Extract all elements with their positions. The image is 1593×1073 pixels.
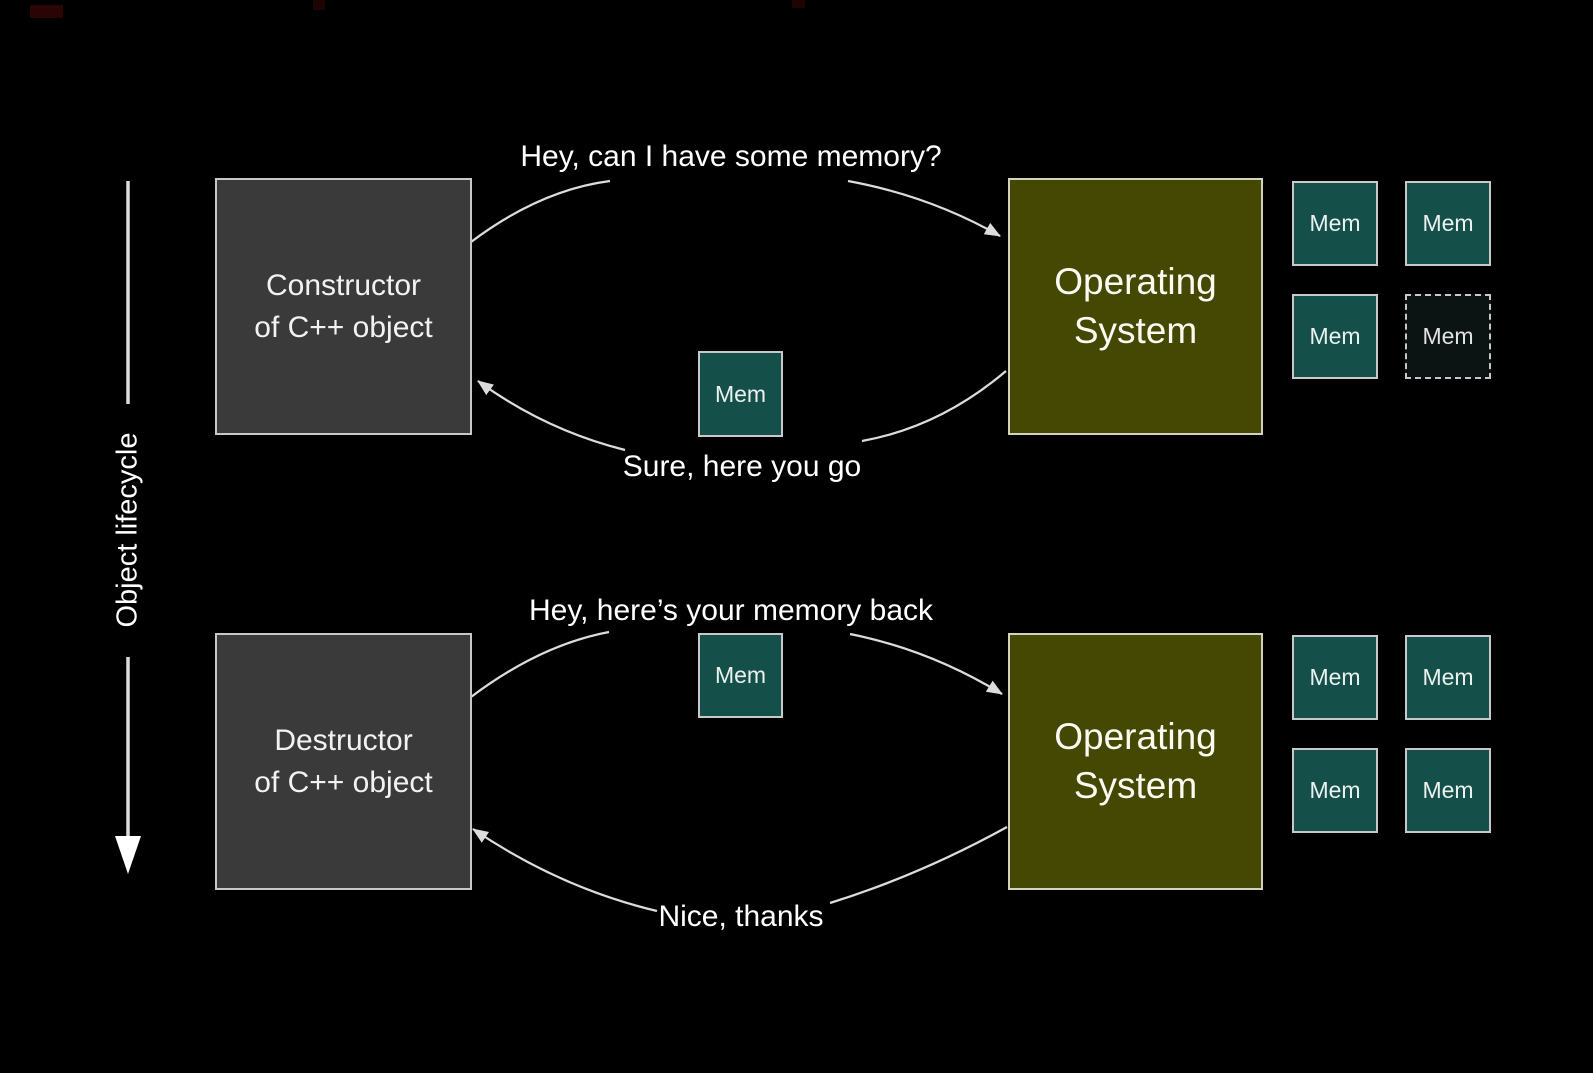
mem-cell: Mem xyxy=(1405,748,1491,833)
constructor-label-line1: Constructor xyxy=(265,268,422,302)
thanks-arrow-right xyxy=(829,826,1008,905)
return-arrow-left xyxy=(470,630,610,698)
mem-cell: Mem xyxy=(1292,748,1378,833)
video-artifact xyxy=(30,5,63,18)
return-arrow-right xyxy=(849,632,1003,695)
response-text-allocation: Sure, here you go xyxy=(622,450,862,483)
transfer-mem-allocation: Mem xyxy=(698,351,783,437)
mem-label: Mem xyxy=(1422,210,1474,236)
thanks-arrow-left xyxy=(472,828,658,913)
mem-cell: Mem xyxy=(1292,294,1378,379)
mem-cell: Mem xyxy=(1292,181,1378,266)
lifecycle-arrow xyxy=(115,181,141,874)
request-text-allocation: Hey, can I have some memory? xyxy=(520,140,942,173)
mem-label: Mem xyxy=(1422,664,1474,690)
mem-label: Mem xyxy=(1309,210,1361,236)
mem-label: Mem xyxy=(714,380,767,407)
request-text-deallocation: Hey, here’s your memory back xyxy=(528,594,934,627)
response-arrow-left xyxy=(477,380,626,452)
constructor-box: Constructor of C++ object xyxy=(215,178,472,435)
mem-label: Mem xyxy=(1309,664,1361,690)
mem-label: Mem xyxy=(1309,323,1361,349)
transfer-mem-deallocation: Mem xyxy=(698,633,783,718)
video-artifact xyxy=(792,0,805,8)
response-text-deallocation: Nice, thanks xyxy=(658,900,824,933)
mem-cell: Mem xyxy=(1292,635,1378,720)
lifecycle-label: Object lifecycle xyxy=(111,432,144,628)
request-arrow-right xyxy=(847,179,1001,237)
os-label-line1: Operating xyxy=(1054,260,1217,302)
mem-cell-given-away: Mem xyxy=(1405,294,1491,379)
video-artifact xyxy=(313,0,325,10)
os-box-allocation: Operating System xyxy=(1008,178,1263,435)
request-arrow-left xyxy=(470,179,611,243)
mem-label: Mem xyxy=(1309,777,1361,803)
destructor-box: Destructor of C++ object xyxy=(215,633,472,890)
os-label-line2: System xyxy=(1073,309,1198,351)
lifecycle-arrowhead xyxy=(115,836,141,874)
mem-cell: Mem xyxy=(1405,181,1491,266)
response-arrow-right xyxy=(861,370,1007,443)
destructor-label-line1: Destructor xyxy=(274,723,413,757)
mem-cell: Mem xyxy=(1405,635,1491,720)
mem-label: Mem xyxy=(714,662,767,688)
os-label-line2: System xyxy=(1073,764,1198,806)
mem-label: Mem xyxy=(1422,777,1474,803)
os-box-deallocation: Operating System xyxy=(1008,633,1263,890)
destructor-label-line2: of C++ object xyxy=(254,765,433,799)
mem-label: Mem xyxy=(1422,323,1474,349)
constructor-label-line2: of C++ object xyxy=(254,310,433,344)
os-label-line1: Operating xyxy=(1054,715,1217,757)
